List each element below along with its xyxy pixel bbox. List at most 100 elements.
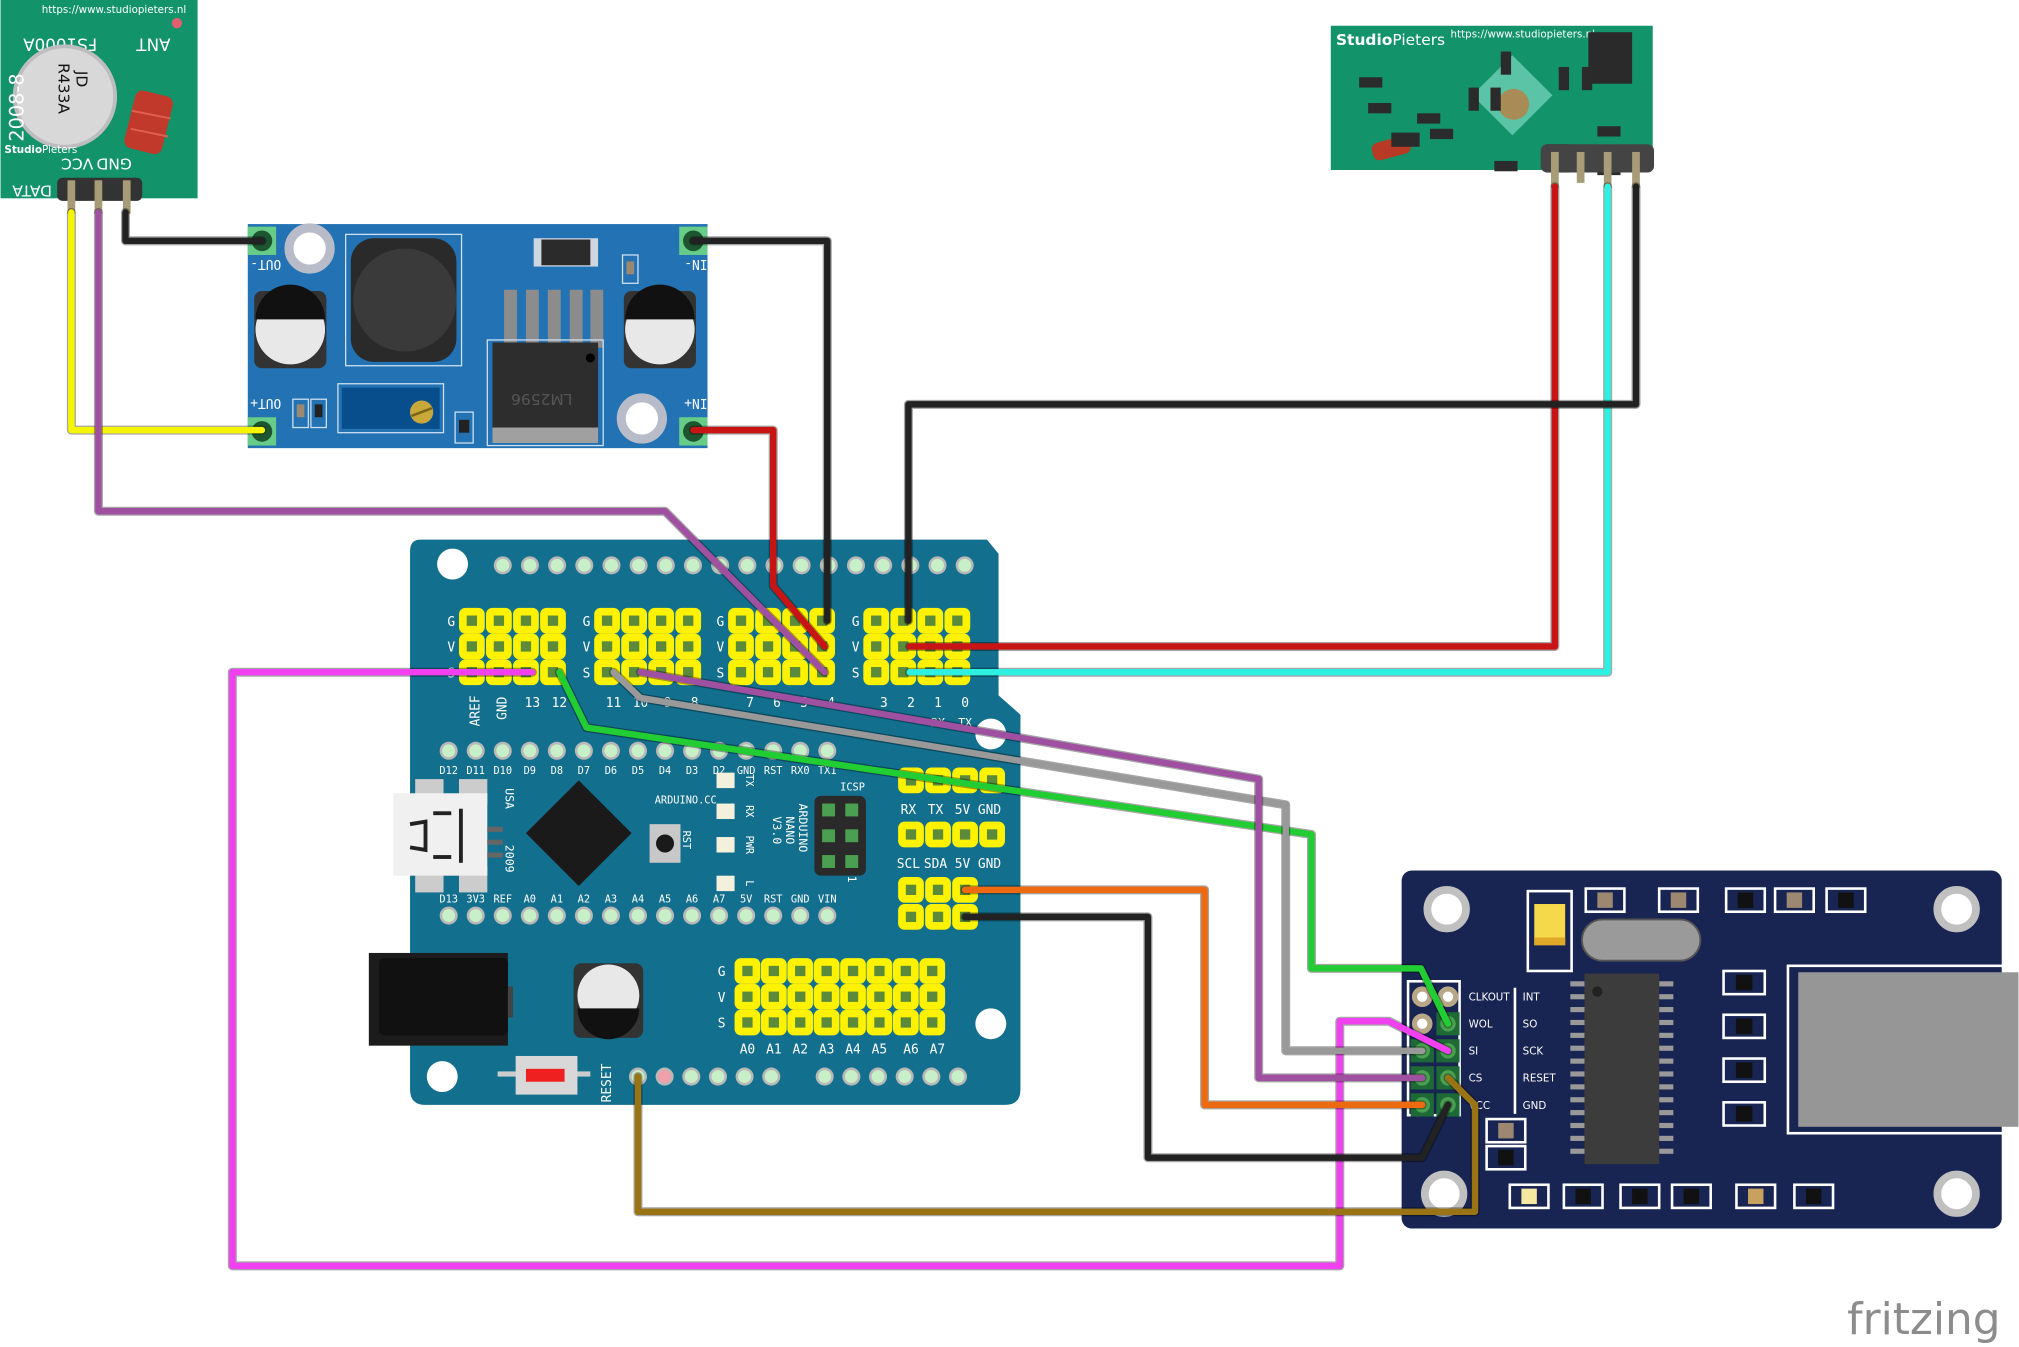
- eth-label-sck: SCK: [1523, 1046, 1544, 1058]
- pin-label-out-minus: OUT-: [250, 256, 281, 271]
- nano-label-d5: D5: [632, 765, 644, 777]
- receiver-url: https://www.studiopieters.nl: [1451, 28, 1596, 40]
- analog-row-label: G: [718, 965, 726, 980]
- nano-title-1: ARDUINO: [796, 804, 810, 853]
- arduino-cc-label: ARDUINO.CC: [655, 795, 717, 807]
- usb-label: USA: [502, 788, 516, 809]
- ethernet-smd-parts: [1485, 887, 1867, 1210]
- buck-converter-module[interactable]: LM2596 OUT- OUT+ IN- IN+: [247, 223, 708, 449]
- i2c-label-gnd: GND: [978, 857, 1001, 872]
- wire-shield-s10-to-eth-cs[interactable]: [636, 667, 1427, 1083]
- rf-transmitter-module[interactable]: https://www.studiopieters.nl FS1000A ANT…: [0, 0, 198, 214]
- reset-button-cap: [656, 834, 675, 853]
- ethernet-pcb: [1401, 870, 2002, 1229]
- nano-label-d11: D11: [466, 765, 485, 777]
- wire-tx-gnd-to-buck-outminus[interactable]: [120, 207, 267, 246]
- eth-label-gnd: GND: [1523, 1100, 1547, 1112]
- analog-label-a7: A7: [930, 1042, 945, 1057]
- nano-label-gnd: GND: [737, 765, 756, 777]
- analog-label-a1: A1: [766, 1042, 781, 1057]
- eth-label-cs: CS: [1469, 1073, 1483, 1085]
- nano-label-d3: D3: [686, 765, 698, 777]
- atmega-chip: [525, 780, 632, 886]
- analog-label-a0: A0: [740, 1042, 755, 1057]
- nano-label-a4: A4: [632, 894, 644, 906]
- wires: [66, 182, 1641, 1271]
- nano-label-a3: A3: [605, 894, 617, 906]
- nano-label-d8: D8: [551, 765, 563, 777]
- eth-label-so: SO: [1523, 1019, 1538, 1031]
- mount-hole: [616, 393, 667, 444]
- shield-reset-label: RESET: [600, 1063, 615, 1102]
- diode: [541, 239, 591, 266]
- wire-shield-gnd-to-eth-gnd[interactable]: [960, 912, 1453, 1163]
- pin-label-gnd: GND: [496, 697, 511, 720]
- mount-hole: [1933, 1170, 1980, 1217]
- row-label-v: V: [583, 641, 591, 656]
- receiver-coil: [1498, 88, 1530, 120]
- shield-bottom-pin-row: [628, 1067, 968, 1086]
- pin-label-in-plus: IN+: [684, 395, 707, 410]
- analog-row-label: S: [718, 1017, 726, 1032]
- mount-hole: [1933, 885, 1980, 933]
- pin-label-13: 13: [525, 696, 540, 711]
- nano-label-rst: RST: [764, 894, 783, 906]
- wire-tx-vcc-to-shield-s4[interactable]: [93, 207, 830, 677]
- wire-shield-s12-to-eth-so[interactable]: [554, 667, 1453, 1029]
- pin-label-12: 12: [552, 696, 567, 711]
- row-label-v: V: [852, 641, 860, 656]
- transmitter-url: https://www.studiopieters.nl: [42, 4, 187, 16]
- led-label-l: L: [743, 880, 755, 886]
- led-tx: [716, 772, 735, 789]
- row-label-s: S: [583, 666, 591, 681]
- wire-shield-s11-to-eth-si[interactable]: [609, 667, 1427, 1056]
- transmitter-brand: StudioPieters: [4, 144, 77, 156]
- wire-shield-5v-to-eth-vcc[interactable]: [960, 885, 1427, 1110]
- wire-tx-data-to-buck-outplus[interactable]: [66, 207, 267, 435]
- buck-chip-label: LM2596: [511, 390, 572, 408]
- transmitter-pad: [171, 18, 183, 29]
- wire-rx-data-to-shield-s2[interactable]: [905, 182, 1613, 677]
- wire-shield-s13-to-eth-sck[interactable]: [227, 667, 1453, 1271]
- nano-label-ref: REF: [493, 894, 512, 906]
- wire-buck-inminus-to-shield-g4[interactable]: [688, 236, 832, 626]
- analog-label-a2: A2: [792, 1042, 807, 1057]
- transmitter-ant-label: ANT: [136, 35, 171, 55]
- icsp-header: [814, 795, 866, 876]
- analog-label-a3: A3: [819, 1042, 834, 1057]
- enc28j60-chip: [1570, 973, 1674, 1165]
- rf-receiver-module[interactable]: StudioPieters https://www.studiopieters.…: [1330, 25, 1655, 189]
- wire-rx-vcc-to-shield-v2[interactable]: [905, 182, 1560, 651]
- uart-label-5v: 5V: [955, 803, 971, 818]
- pin-label-in-minus: IN-: [684, 256, 707, 271]
- nano-label-tx1: TX1: [818, 765, 837, 777]
- i2c-label-scl: SCL: [897, 857, 920, 872]
- nano-label-3v3: 3V3: [466, 894, 485, 906]
- wire-buck-inplus-to-shield-v4[interactable]: [688, 425, 830, 651]
- wire-rx-gnd-to-shield-g2[interactable]: [903, 182, 1641, 626]
- shield-capacitor: [573, 963, 644, 1040]
- icsp-pin1-label: 1: [845, 876, 859, 883]
- pin-label-out-plus: OUT+: [250, 395, 281, 410]
- nano-label-rst: RST: [764, 765, 783, 777]
- nano-title-2: NANO: [783, 816, 797, 844]
- mount-hole: [426, 1061, 458, 1093]
- trimmer-potentiometer: [337, 383, 445, 434]
- wire-shield-reset-to-eth-reset[interactable]: [633, 1072, 1480, 1217]
- mount-hole: [1423, 885, 1470, 933]
- nano-year: 2009: [502, 845, 516, 873]
- led-rx: [716, 803, 735, 820]
- row-label-s: S: [717, 666, 725, 681]
- buck-smd-parts: [292, 254, 639, 444]
- lm2596-regulator: LM2596: [486, 289, 604, 447]
- crystal-oscillator: [1580, 918, 1702, 962]
- shield-reset-button[interactable]: [497, 1055, 591, 1095]
- nano-label-a1: A1: [551, 894, 563, 906]
- eth-label-clkout: CLKOUT: [1469, 992, 1511, 1004]
- pin-label-1: 1: [934, 696, 942, 711]
- uart-label-gnd: GND: [978, 803, 1001, 818]
